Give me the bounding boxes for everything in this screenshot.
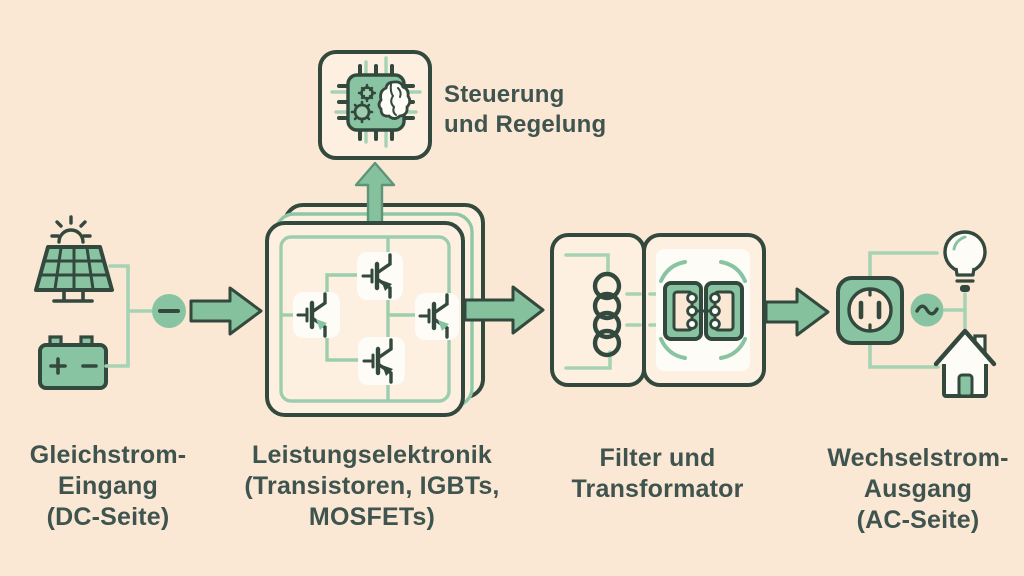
sun-icon: [50, 215, 92, 244]
power-outlet-icon: [836, 276, 904, 345]
battery-icon: [38, 335, 108, 390]
solar-panel-icon: [34, 245, 114, 303]
chip-brain-gears-icon: [330, 56, 422, 148]
power-to-filter-arrow: [463, 285, 545, 335]
transistor-glyph-left: [296, 292, 327, 338]
inductor-icon: [564, 253, 660, 370]
gears-glyph: [350, 83, 377, 124]
lightbulb-icon: [943, 230, 987, 292]
brain-glyph: [377, 80, 412, 120]
transformer-icon: [656, 249, 750, 371]
stage-label-filter-transformer: Filter und Transformator: [571, 444, 744, 503]
stage-label-power-electronics: Leistungselektronik (Transistoren, IGBTs…: [244, 441, 500, 531]
transistor-bridge-icon: [265, 161, 485, 417]
transistor-glyph-top: [361, 253, 392, 299]
dc-to-power-arrow: [189, 286, 263, 336]
ac-bus-connector: [868, 251, 967, 369]
stage-label-ac-output: Wechselstrom- Ausgang (AC-Seite): [827, 444, 1009, 534]
stage-label-dc-input: Gleichstrom- Eingang (DC-Seite): [29, 441, 187, 531]
filter-to-output-arrow: [764, 287, 830, 337]
transistor-glyph-right: [418, 293, 449, 339]
ac-wave-icon: [910, 293, 944, 327]
control-unit-label: Steuerung und Regelung: [444, 81, 607, 138]
dc-minus-icon: [152, 294, 186, 328]
transistor-glyph-bottom: [362, 338, 393, 384]
dc-bus-connector: [104, 264, 153, 368]
house-icon: [933, 328, 997, 398]
